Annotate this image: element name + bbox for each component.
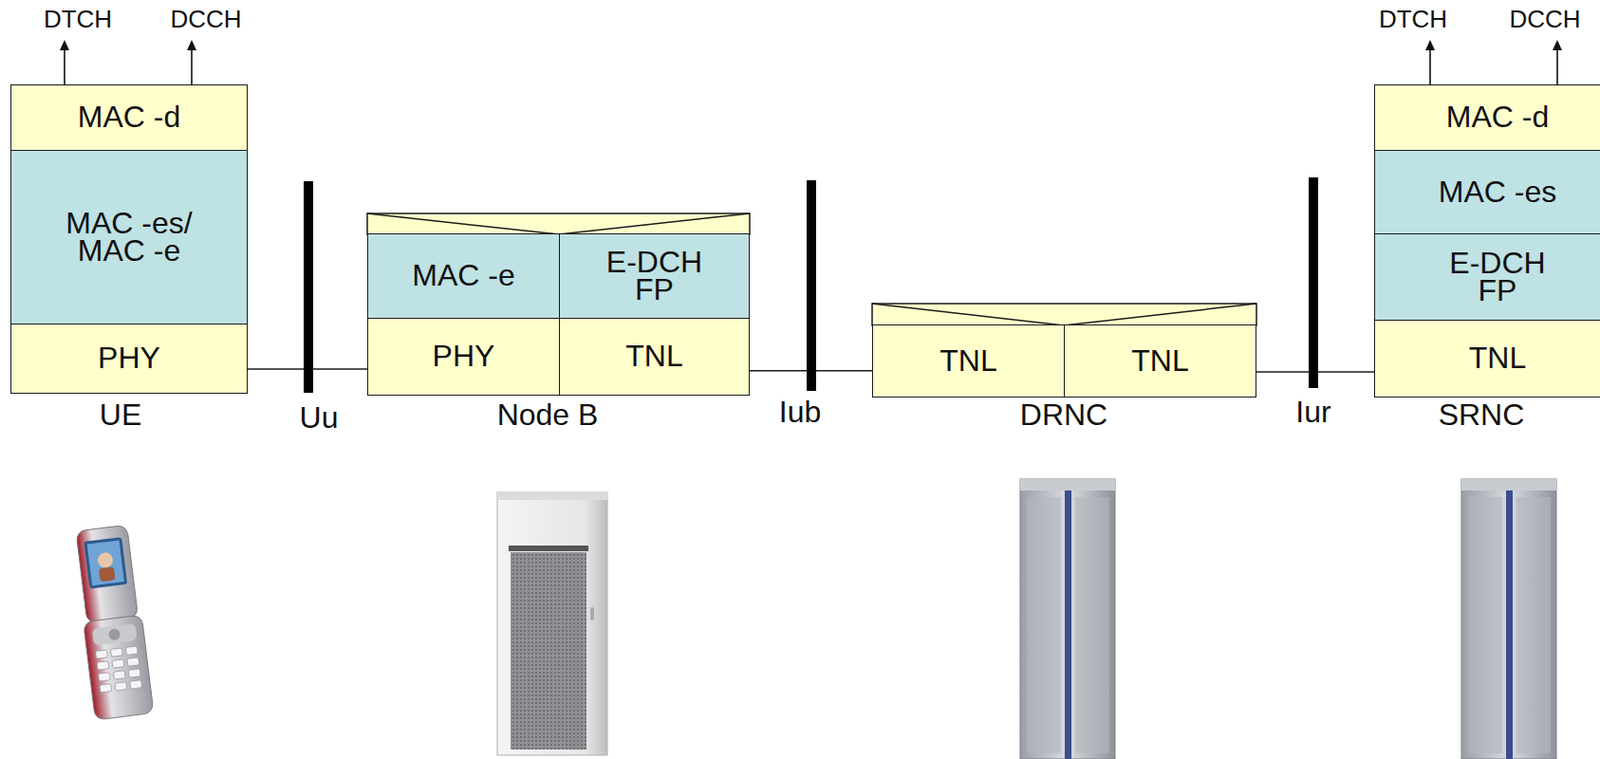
interface-bar (303, 181, 314, 393)
channel-label: DTCH (1378, 5, 1448, 34)
channel-arrow (1556, 41, 1559, 85)
protocol-layer: MAC -d (1374, 84, 1600, 151)
channel-label: DTCH (43, 5, 112, 34)
channel-arrow (1429, 41, 1432, 85)
layer-name: E-DCH FP (1426, 249, 1569, 306)
interface-label: Iur (1295, 395, 1331, 429)
layer-name: TNL (1469, 344, 1526, 373)
protocol-layer: E-DCH FP (1374, 233, 1600, 321)
protocol-layer: TNL (558, 317, 750, 396)
protocol-layer: MAC -es/ MAC -e (10, 149, 248, 325)
layer-name: PHY (97, 344, 161, 373)
node-label: Node B (497, 398, 599, 432)
channel-arrow (190, 41, 193, 85)
drnc-band (872, 303, 1257, 326)
phone-illustration (72, 524, 154, 721)
channel-label: DCCH (1508, 5, 1581, 34)
layer-name: MAC -d (77, 103, 181, 131)
node-b-band (367, 213, 750, 235)
layer-name: PHY (432, 342, 496, 371)
interface-label: Iub (779, 395, 821, 429)
layer-name: TNL (1131, 347, 1189, 375)
node-label: DRNC (1020, 398, 1108, 432)
protocol-layer: TNL (872, 324, 1065, 398)
protocol-layer: PHY (10, 323, 248, 394)
drnc-rack (1020, 479, 1116, 759)
layer-name: E-DCH FP (583, 248, 726, 305)
protocol-layer: E-DCH FP (558, 233, 750, 319)
layer-name: MAC -e (411, 261, 515, 290)
layer-name: MAC -d (1446, 103, 1549, 131)
interface-bar (806, 180, 817, 391)
channel-arrow (63, 41, 66, 85)
layer-name: TNL (939, 347, 997, 375)
protocol-layer: TNL (1374, 319, 1600, 398)
protocol-layer: MAC -e (367, 233, 560, 319)
node-b-cabinet (497, 492, 608, 756)
protocol-layer: PHY (367, 317, 560, 396)
layer-name: MAC -es/ MAC -e (38, 209, 220, 266)
protocol-layer: TNL (1063, 324, 1257, 398)
node-label: SRNC (1438, 398, 1526, 432)
layer-name: MAC -es (1438, 178, 1557, 206)
channel-label: DCCH (169, 5, 242, 34)
interface-bar (1308, 177, 1319, 389)
layer-name: TNL (625, 342, 683, 371)
srnc-rack (1461, 479, 1557, 759)
protocol-layer: MAC -d (10, 84, 248, 151)
protocol-layer: MAC -es (1374, 149, 1600, 235)
interface-label: Uu (299, 401, 339, 435)
node-label: UE (99, 398, 142, 432)
